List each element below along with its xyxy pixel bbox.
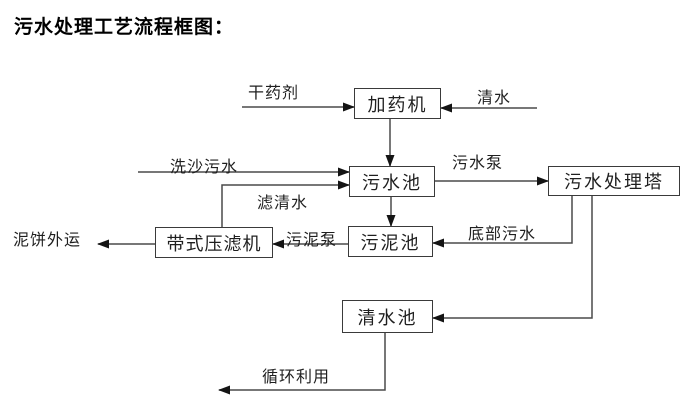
edge-label-sand-washing-sewage: 洗沙污水 — [170, 159, 239, 176]
edge-label-dry-chemical: 干药剂 — [248, 85, 300, 102]
node-belt-filter-press: 带式压滤机 — [155, 227, 273, 258]
edge-label-recycled-use: 循环利用 — [262, 369, 331, 386]
node-clean-water-pool: 清水池 — [342, 300, 433, 333]
arrow-clean-water-pool-recycle — [218, 333, 386, 395]
arrow-tower-to-sludge-pool — [432, 196, 573, 248]
edge-label-sludge-pump: 污泥泵 — [286, 232, 338, 249]
edge-label-mud-cake-shipped-out: 泥饼外运 — [13, 232, 82, 249]
edge-label-bottom-sewage: 底部污水 — [468, 226, 537, 243]
page-title: 污水处理工艺流程框图： — [14, 17, 235, 38]
node-sewage-pool: 污水池 — [349, 166, 435, 197]
edge-label-clean-water: 清水 — [477, 90, 512, 107]
edge-label-sewage-pump: 污水泵 — [452, 155, 504, 172]
arrow-filtered-water-to-sewage-pool — [221, 180, 350, 227]
node-sewage-treatment-tower: 污水处理塔 — [548, 166, 680, 196]
node-sludge-pool: 污泥池 — [348, 226, 433, 257]
edge-label-filtered-water: 滤清水 — [257, 195, 309, 212]
arrow-tower-to-clean-water-pool — [432, 196, 593, 323]
node-dosing-machine: 加药机 — [354, 88, 441, 119]
